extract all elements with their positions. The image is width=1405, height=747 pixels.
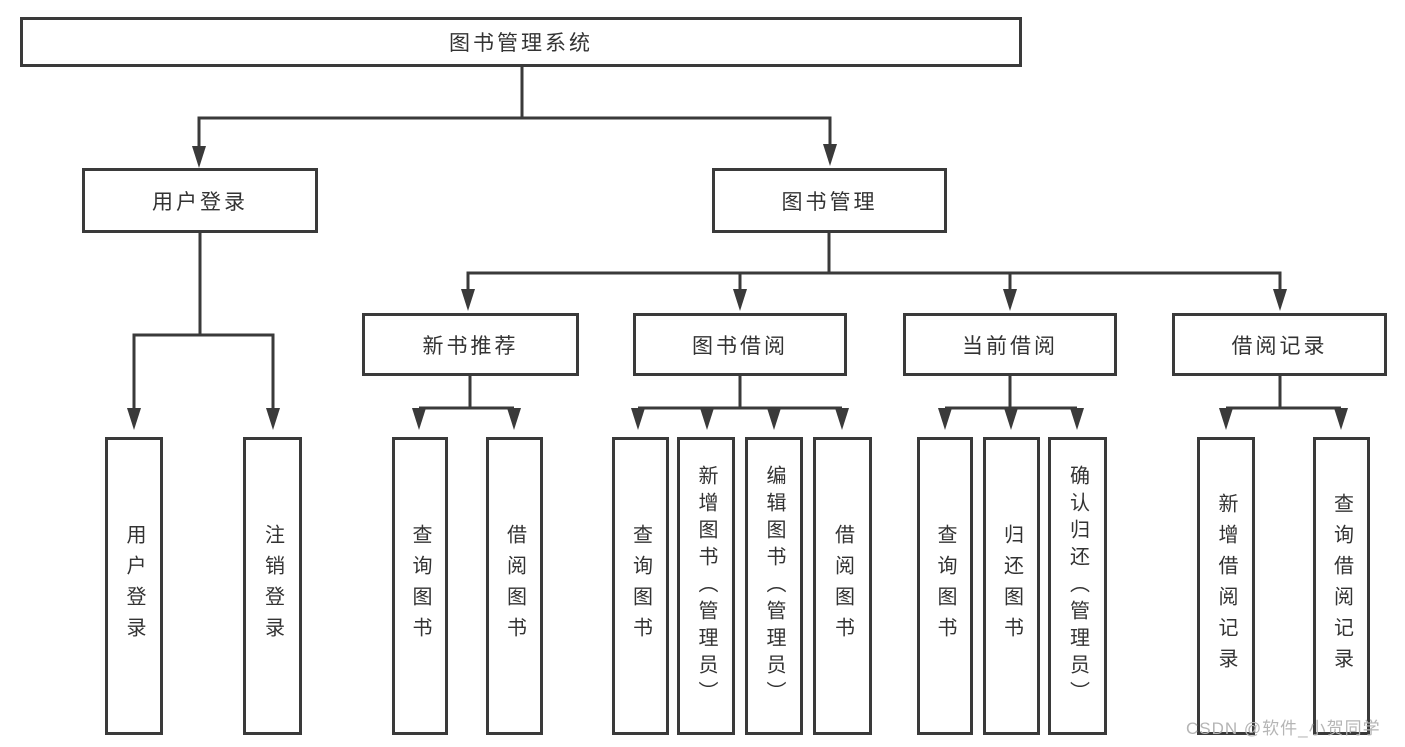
arrowhead-icon <box>938 408 952 430</box>
node-current-borrow: 当前借阅 <box>903 313 1117 376</box>
node-borrow-query-books: 查询图书 <box>612 437 669 735</box>
connector-arrowheads <box>127 144 1348 430</box>
arrowhead-icon <box>507 408 521 430</box>
arrowhead-icon <box>412 408 426 430</box>
node-library-system: 图书管理系统 <box>20 17 1022 67</box>
arrowhead-icon <box>1219 408 1233 430</box>
arrowhead-icon <box>767 408 781 430</box>
arrowhead-icon <box>1273 289 1287 311</box>
node-add-books-admin: 新增图书（管理员） <box>677 437 735 735</box>
node-new-book-recommend: 新书推荐 <box>362 313 579 376</box>
node-borrow-books-leaf: 借阅图书 <box>813 437 872 735</box>
node-borrow-records: 借阅记录 <box>1172 313 1387 376</box>
node-logout: 注销登录 <box>243 437 302 735</box>
csdn-watermark: CSDN @软件_小贺同学 <box>1186 719 1381 738</box>
node-book-borrow: 图书借阅 <box>633 313 847 376</box>
arrowhead-icon <box>1003 289 1017 311</box>
arrowhead-icon <box>835 408 849 430</box>
node-newbooks-query-books: 查询图书 <box>392 437 448 735</box>
arrowhead-icon <box>1070 408 1084 430</box>
arrowhead-icon <box>1334 408 1348 430</box>
arrowhead-icon <box>631 408 645 430</box>
arrowhead-icon <box>733 289 747 311</box>
arrowhead-icon <box>192 146 206 168</box>
arrowhead-icon <box>266 408 280 430</box>
node-current-query-books: 查询图书 <box>917 437 973 735</box>
arrowhead-icon <box>1004 408 1018 430</box>
node-user-login-leaf: 用户登录 <box>105 437 163 735</box>
arrowhead-icon <box>461 289 475 311</box>
node-add-borrow-record: 新增借阅记录 <box>1197 437 1255 735</box>
node-book-management: 图书管理 <box>712 168 947 233</box>
node-confirm-return-admin: 确认归还（管理员） <box>1048 437 1107 735</box>
connector-lines <box>132 66 1343 414</box>
arrowhead-icon <box>127 408 141 430</box>
node-return-books: 归还图书 <box>983 437 1040 735</box>
node-newbooks-borrow-books: 借阅图书 <box>486 437 543 735</box>
node-user-login: 用户登录 <box>82 168 318 233</box>
arrowhead-icon <box>823 144 837 166</box>
node-query-borrow-record: 查询借阅记录 <box>1313 437 1370 735</box>
arrowhead-icon <box>700 408 714 430</box>
node-edit-books-admin: 编辑图书（管理员） <box>745 437 803 735</box>
